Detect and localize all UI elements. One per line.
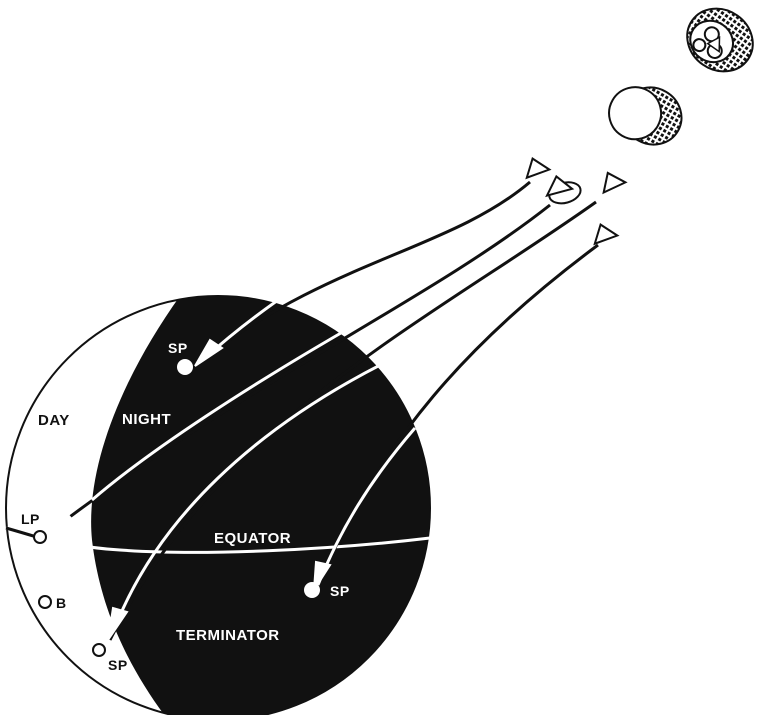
- adapter-section-icon: [608, 86, 683, 146]
- trajectory-sp-southwest: [108, 200, 597, 641]
- splash-point-southeast-label: SP: [330, 583, 350, 599]
- arrowheads: [43, 338, 332, 641]
- arrowhead-sp-north: [194, 338, 224, 367]
- capsule-icon-4: [593, 223, 620, 246]
- splash-point-southeast-marker: [304, 582, 320, 598]
- point-b-label: B: [56, 595, 67, 611]
- trajectory-sp-north: [204, 180, 531, 360]
- trajectory-lp: [54, 203, 551, 530]
- equator-label: EQUATOR: [214, 530, 291, 547]
- capsule-icon-3: [602, 171, 628, 195]
- splash-point-north-label: SP: [168, 340, 188, 356]
- night-region: [91, 296, 430, 715]
- arrowhead-lp: [43, 508, 76, 537]
- splash-point-north-marker: [177, 359, 193, 375]
- capsule-icon-2: [545, 174, 582, 205]
- day-label: DAY: [38, 412, 70, 429]
- landing-point-label: LP: [21, 511, 40, 527]
- arrowhead-sp-southeast: [313, 560, 332, 591]
- night-label: NIGHT: [122, 411, 171, 428]
- terminator-label: TERMINATOR: [176, 627, 280, 644]
- splash-point-southwest-marker: [92, 643, 106, 657]
- splash-point-southwest-label: SP: [108, 657, 128, 673]
- landing-point-marker: [33, 530, 47, 544]
- service-module-icon: [686, 7, 754, 73]
- point-b-marker: [38, 595, 52, 609]
- arrowhead-sp-southwest: [107, 606, 129, 641]
- capsule-icon-1: [525, 157, 552, 180]
